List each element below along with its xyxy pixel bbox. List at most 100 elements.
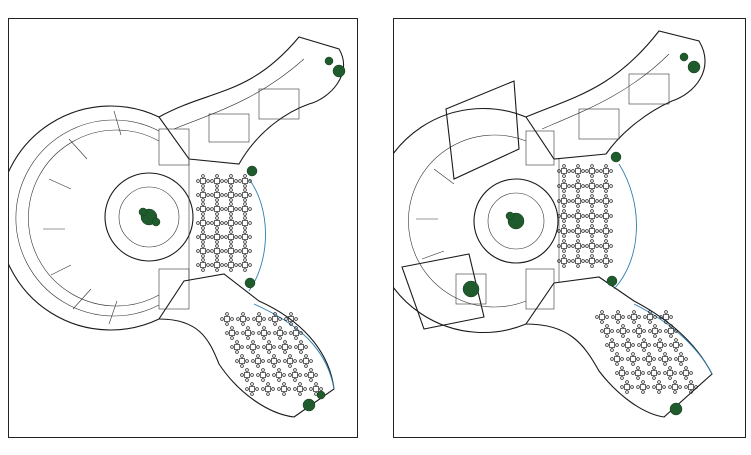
corner-planting-mid [610,151,622,163]
dining-table-set-icon [648,324,662,338]
dining-table-set-icon [571,254,585,268]
dining-table-set-icon [621,338,635,352]
dining-table-set-icon [210,258,224,272]
dining-glazing [613,163,637,290]
courtyard-planting [455,273,487,305]
dining-table-set-icon [626,352,640,366]
dining-table-set-icon [620,380,634,394]
dining-table-set-icon [238,174,252,188]
dining-table-set-icon [309,382,323,396]
dining-table-set-icon [653,338,667,352]
lower-wing-glazing [253,303,335,390]
dining-table-set-icon [557,254,571,268]
dining-table-set-icon [599,254,613,268]
dining-table-set-icon [571,209,585,223]
outer-ring-wall [394,107,527,334]
dining-table-set-icon [210,216,224,230]
dining-table-set-icon [571,239,585,253]
corner-planting-top [679,52,701,74]
inner-ring-wall [28,129,160,307]
dining-table-set-icon [238,244,252,258]
dining-table-set-icon [571,194,585,208]
dining-table-set-icon [224,258,238,272]
room-partitions [43,88,300,325]
dining-table-set-icon [668,380,682,394]
dining-table-set-icon [599,239,613,253]
dining-table-set-icon [679,366,693,380]
dining-table-set-icon [571,179,585,193]
lower-wing-outline [157,273,335,418]
atrium-inner-ring [118,186,180,248]
dining-table-set-icon [268,312,282,326]
dining-table-set-icon [283,354,297,368]
floor-plan-drawing-left [9,36,346,418]
dining-table-set-icon [238,202,252,216]
dining-table-set-icon [647,366,661,380]
dining-table-set-icon [663,366,677,380]
dining-seating [557,164,698,394]
corner-planting-mid [246,165,258,177]
dining-table-set-icon [236,312,250,326]
dining-table-set-icon [610,352,624,366]
dining-table-set-icon [245,382,259,396]
dining-table-set-icon [669,338,683,352]
dining-table-set-icon [615,366,629,380]
dining-table-set-icon [600,324,614,338]
central-atrium [104,172,194,262]
dining-table-set-icon [674,352,688,366]
dining-table-set-icon [585,209,599,223]
inner-ring-wall [408,134,527,308]
dining-table-set-icon [278,340,292,354]
dining-table-set-icon [238,188,252,202]
dining-table-set-icon [616,324,630,338]
dining-table-set-icon [684,380,698,394]
dining-table-set-icon [235,354,249,368]
dining-table-set-icon [224,202,238,216]
dining-table-set-icon [599,224,613,238]
dining-table-set-icon [210,188,224,202]
dining-table-set-icon [267,354,281,368]
dining-table-set-icon [210,230,224,244]
dining-table-set-icon [585,254,599,268]
upper-wing-outline [158,36,345,165]
upper-wing-corridor [541,53,670,130]
dining-table-set-icon [599,209,613,223]
outer-ring-wall [9,105,160,331]
upper-wing-corridor [173,58,305,130]
dining-table-set-icon [652,380,666,394]
lower-block-outline [401,253,485,330]
corner-planting-bottom [669,402,683,416]
corner-planting-bottom [302,390,326,412]
dining-table-set-icon [299,354,313,368]
dining-table-set-icon [241,326,255,340]
ring-rooms-wall [15,119,160,317]
dining-table-set-icon [272,368,286,382]
corner-planting-top [324,56,346,78]
dining-table-set-icon [238,216,252,230]
dining-table-set-icon [585,239,599,253]
floor-plan-drawing-right [394,30,713,418]
floor-plan-sheet-right [393,18,746,438]
dining-table-set-icon [571,164,585,178]
dining-table-set-icon [225,326,239,340]
lower-wing-glazing [633,303,713,375]
dining-table-set-icon [557,239,571,253]
dining-table-set-icon [196,174,210,188]
dining-table-set-icon [636,380,650,394]
dining-table-set-icon [246,340,260,354]
dining-table-set-icon [304,368,318,382]
dining-table-set-icon [289,326,303,340]
dining-table-set-icon [611,310,625,324]
dining-table-set-icon [224,188,238,202]
room-partitions [416,73,670,310]
dining-table-set-icon [294,340,308,354]
dining-table-set-icon [210,174,224,188]
dining-table-set-icon [571,224,585,238]
central-atrium [473,178,559,264]
dining-table-set-icon [210,202,224,216]
dining-table-set-icon [557,224,571,238]
dining-table-set-icon [627,310,641,324]
dining-table-set-icon [196,258,210,272]
upper-block-outline [445,80,520,180]
tree-cluster-icon [505,211,525,230]
